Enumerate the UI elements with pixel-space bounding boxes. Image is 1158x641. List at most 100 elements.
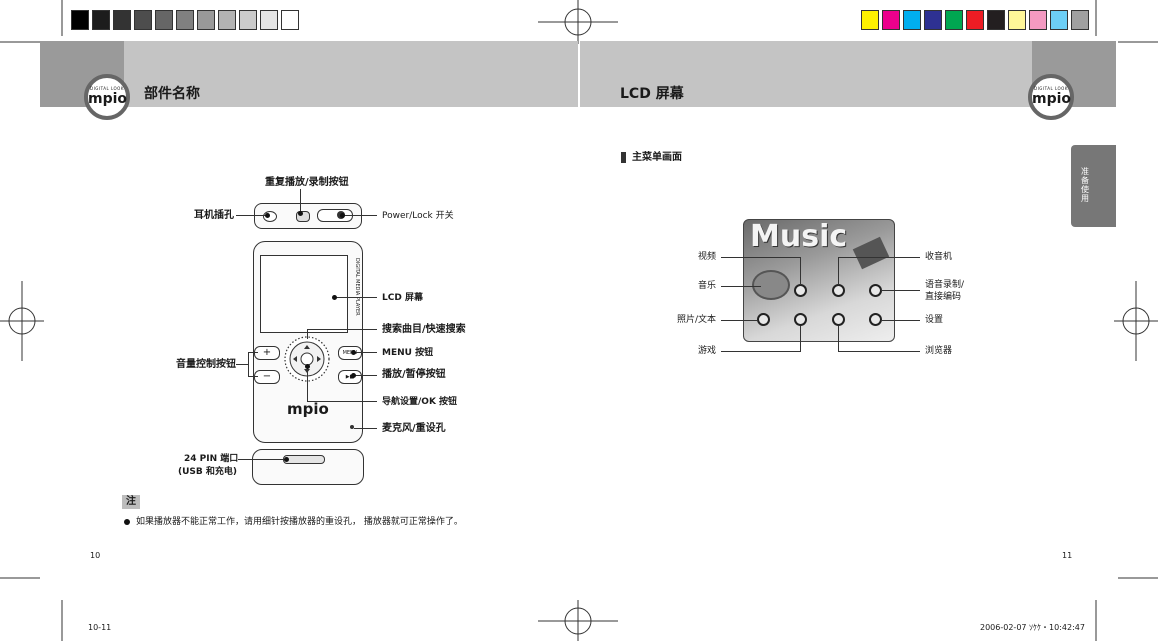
color-swatch	[1071, 10, 1089, 30]
settings-icon[interactable]	[869, 313, 882, 326]
leader-dot	[298, 211, 303, 216]
label-music: 音乐	[698, 281, 717, 291]
radio-icon[interactable]	[832, 284, 845, 297]
label-photo-text: 照片/文本	[677, 315, 717, 325]
label-game: 游戏	[698, 346, 717, 356]
gray-swatch	[155, 10, 173, 30]
gray-swatch	[197, 10, 215, 30]
gray-swatch	[281, 10, 299, 30]
section-marker	[621, 152, 626, 163]
volume-up-button: +	[254, 346, 280, 360]
volume-down-button: −	[254, 370, 280, 384]
leader-line	[354, 375, 377, 376]
label-search: 搜索曲目/快速搜索	[382, 324, 466, 335]
label-menu: MENU 按钮	[382, 348, 434, 358]
leader-line	[721, 286, 761, 287]
leader-dot	[351, 373, 356, 378]
color-swatch	[924, 10, 942, 30]
leader-line	[307, 329, 308, 339]
video-icon[interactable]	[794, 284, 807, 297]
label-mic-reset: 麦克风/重设孔	[382, 423, 446, 434]
browser-icon[interactable]	[832, 313, 845, 326]
leader-line	[236, 364, 248, 365]
leader-line	[354, 428, 377, 429]
leader-line	[881, 290, 920, 291]
color-swatch	[903, 10, 921, 30]
color-swatch	[1008, 10, 1026, 30]
device-lcd-screen	[260, 255, 348, 333]
label-earphone: 耳机插孔	[194, 210, 234, 221]
right-logo: DIGITAL LOOK mpio	[1028, 74, 1074, 120]
leader-line	[236, 215, 266, 216]
right-header-band	[580, 41, 1032, 107]
color-swatch	[945, 10, 963, 30]
leader-dot	[332, 295, 337, 300]
leader-dot	[284, 457, 289, 462]
label-voice-record: 语音录制/	[925, 280, 965, 290]
gray-swatch	[176, 10, 194, 30]
gray-swatch	[134, 10, 152, 30]
label-radio: 收音机	[925, 252, 953, 262]
gray-swatch	[239, 10, 257, 30]
music-disc-icon	[752, 270, 790, 300]
label-lcd: LCD 屏幕	[382, 293, 423, 303]
leader-line	[354, 352, 377, 353]
leader-line	[307, 366, 308, 401]
leader-line	[300, 189, 301, 213]
leader-line	[248, 352, 258, 353]
leader-line	[721, 257, 801, 258]
label-usb-charge: (USB 和充电)	[178, 467, 238, 477]
left-page-number: 10	[90, 551, 101, 560]
gray-swatch	[218, 10, 236, 30]
footer-right: 2006-02-07 ｿｹｹ・10:42:47	[980, 623, 1085, 632]
color-swatch	[861, 10, 879, 30]
leader-line	[335, 297, 377, 298]
left-logo: DIGITAL LOOK mpio	[84, 74, 130, 120]
leader-line	[838, 257, 839, 285]
label-power-lock: Power/Lock 开关	[382, 211, 454, 221]
leader-line	[343, 215, 377, 216]
label-direct-encode: 直接编码	[925, 292, 962, 302]
color-swatch	[1050, 10, 1068, 30]
leader-line	[307, 329, 377, 330]
color-swatch	[1029, 10, 1047, 30]
leader-line	[800, 326, 801, 352]
gray-swatch	[71, 10, 89, 30]
game-icon[interactable]	[794, 313, 807, 326]
leader-dot	[305, 364, 310, 369]
label-settings: 设置	[925, 315, 944, 325]
leader-line	[238, 459, 286, 460]
section-title: 主菜单画面	[632, 152, 682, 163]
leader-dot	[351, 350, 356, 355]
color-swatch	[987, 10, 1005, 30]
note-badge: 注	[122, 495, 140, 509]
leader-dot	[265, 213, 270, 218]
label-browser: 浏览器	[925, 346, 953, 356]
earphone-jack	[263, 211, 277, 222]
footer-left: 10-11	[88, 623, 112, 632]
label-repeat-record: 重复播放/录制按钮	[265, 177, 349, 188]
note-text: 如果播放器不能正常工作，请用细针按播放器的重设孔， 播放器就可正常操作了。	[136, 517, 463, 527]
gray-swatch	[260, 10, 278, 30]
left-page-title: 部件名称	[144, 86, 200, 102]
leader-line	[838, 326, 839, 352]
side-tab-label: 准备使用	[1081, 167, 1089, 203]
left-header-band	[124, 41, 578, 107]
leader-line	[838, 351, 920, 352]
mic-hole	[350, 425, 354, 429]
play-pause-button: ▶■	[338, 370, 362, 384]
screen-title: Music	[750, 219, 848, 254]
gray-swatch	[113, 10, 131, 30]
device-side-text: DIGITAL MEDIA PLAYER	[354, 258, 360, 316]
photo-text-icon[interactable]	[757, 313, 770, 326]
leader-line	[248, 376, 258, 377]
leader-line	[721, 351, 801, 352]
label-play-pause: 播放/暂停按钮	[382, 369, 446, 380]
screen-shape	[852, 236, 890, 270]
side-tab[interactable]: 准备使用	[1071, 145, 1116, 227]
leader-line	[838, 257, 920, 258]
leader-dot	[340, 213, 345, 218]
label-video: 视频	[698, 252, 717, 262]
color-swatch	[966, 10, 984, 30]
leader-line	[721, 320, 757, 321]
